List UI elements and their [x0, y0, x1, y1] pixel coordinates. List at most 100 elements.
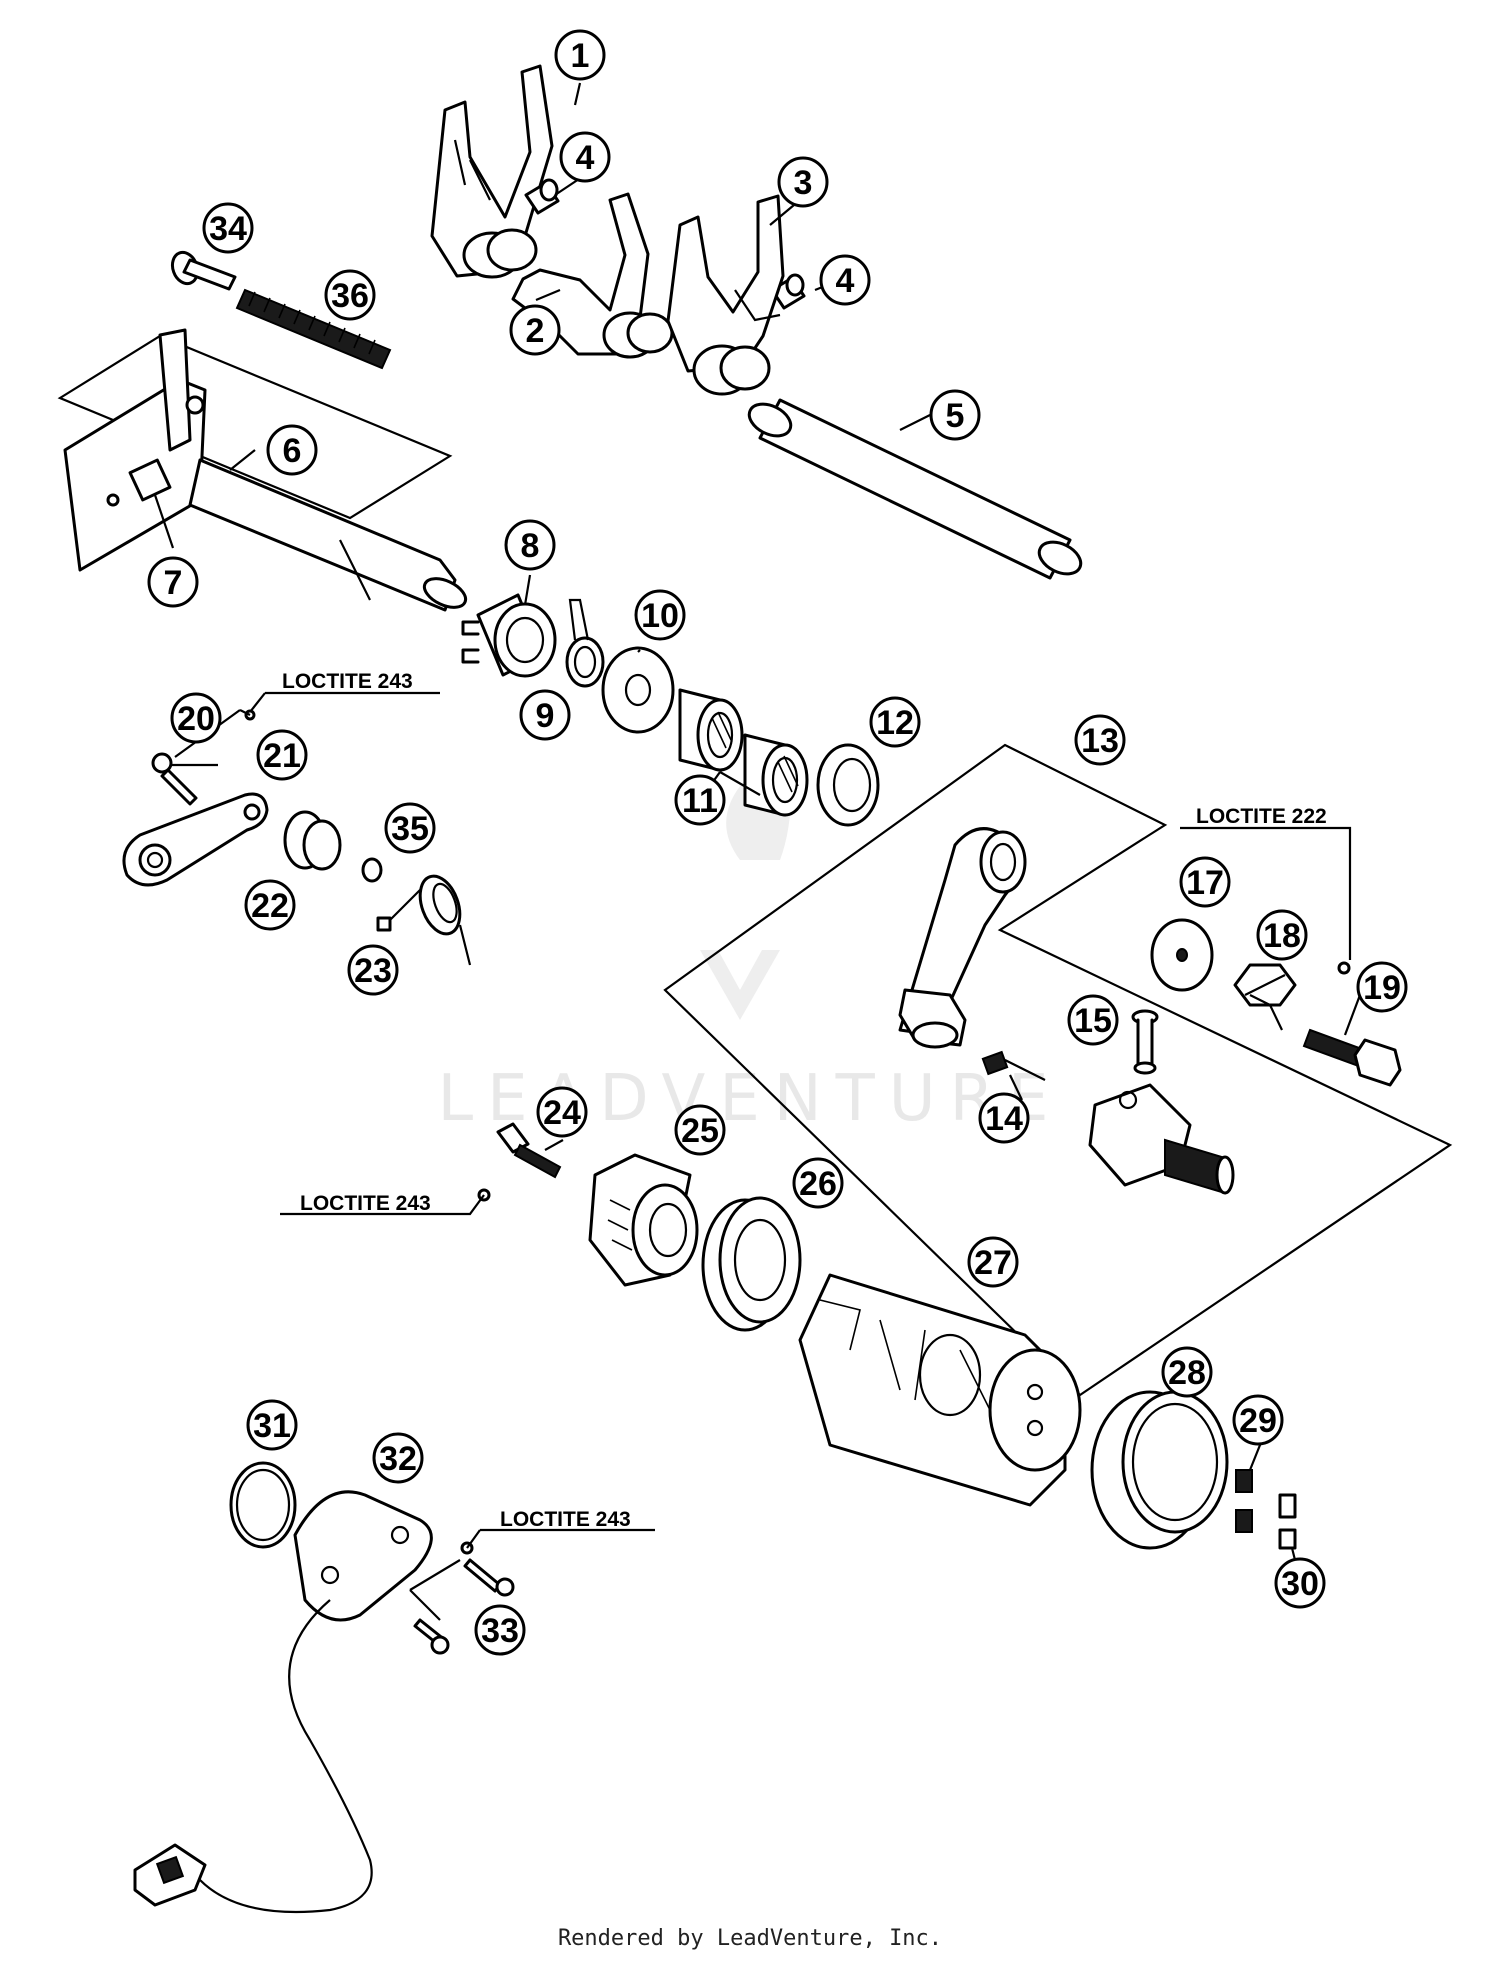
- callout-36: 36: [324, 269, 376, 321]
- loctite-text: LOCTITE 222: [1196, 805, 1327, 828]
- callout-21: 21: [256, 729, 308, 781]
- svg-text:1: 1: [571, 37, 590, 75]
- svg-text:35: 35: [391, 810, 429, 848]
- leadventure-watermark: LEADVENTURE: [438, 760, 1048, 1136]
- part-bolt-34: [170, 250, 237, 291]
- callout-15: 15: [1067, 994, 1119, 1046]
- callout-17: 17: [1179, 856, 1231, 908]
- part-pin-30: [1278, 1493, 1297, 1550]
- part-roller-22: [283, 810, 342, 871]
- part-shift-shaft-6: [57, 328, 468, 612]
- svg-text:13: 13: [1081, 722, 1119, 760]
- part-circlip-9: [565, 598, 605, 688]
- callout-5: 5: [929, 389, 981, 441]
- callout-26: 26: [792, 1157, 844, 1209]
- svg-text:30: 30: [1281, 1565, 1319, 1603]
- svg-text:4: 4: [836, 262, 855, 300]
- part-bolt-20: [151, 709, 256, 806]
- svg-text:7: 7: [164, 564, 183, 602]
- svg-text:24: 24: [543, 1094, 581, 1132]
- callout-27: 27: [967, 1236, 1019, 1288]
- callout-29: 29: [1232, 1394, 1284, 1446]
- callout-25: 25: [674, 1104, 726, 1156]
- callout-4a: 4: [559, 131, 611, 183]
- part-gear-sensor-32: [133, 1490, 433, 1914]
- callout-2: 2: [509, 304, 561, 356]
- svg-text:14: 14: [985, 1100, 1023, 1138]
- loctite-label-4: LOCTITE 243: [466, 1508, 655, 1549]
- svg-text:36: 36: [331, 277, 369, 315]
- part-ring-28: [1090, 1390, 1229, 1550]
- callout-4b: 4: [819, 254, 871, 306]
- svg-text:20: 20: [177, 700, 215, 738]
- part-detent-14: [981, 1050, 1046, 1081]
- svg-text:8: 8: [521, 527, 540, 565]
- part-shift-drum-25: [588, 1153, 699, 1287]
- part-bolt-33: [413, 1541, 515, 1655]
- svg-text:17: 17: [1186, 864, 1224, 902]
- part-torsion-spring-23: [376, 874, 472, 966]
- part-bolt-19: [1302, 961, 1402, 1087]
- callouts: 1 2 3 4 4 5 6 7 8 9 10 11 12 13 14 15 17…: [147, 29, 1408, 1656]
- part-o-ring-31: [229, 1461, 297, 1549]
- callout-1: 1: [554, 29, 606, 81]
- svg-text:12: 12: [876, 704, 914, 742]
- callout-30: 30: [1274, 1557, 1326, 1609]
- svg-text:25: 25: [681, 1112, 719, 1150]
- callout-11: 11: [674, 774, 726, 826]
- part-spring-29: [1235, 1469, 1253, 1533]
- part-shift-drum-27: [798, 1273, 1082, 1507]
- part-seal-12: [816, 743, 880, 827]
- svg-text:3: 3: [794, 164, 813, 202]
- callout-22: 22: [244, 879, 296, 931]
- callout-8: 8: [504, 519, 556, 571]
- svg-text:2: 2: [526, 312, 545, 350]
- callout-13: 13: [1074, 714, 1126, 766]
- part-shift-lever-end: [1088, 1083, 1235, 1195]
- loctite-text: LOCTITE 243: [300, 1192, 431, 1215]
- svg-text:18: 18: [1263, 917, 1301, 955]
- part-pin-15: [1131, 1009, 1159, 1075]
- part-shift-fork-1: [430, 64, 554, 279]
- callout-20: 20: [170, 692, 222, 744]
- loctite-label-1: LOCTITE 243: [249, 670, 440, 713]
- part-shift-fork-3: [666, 194, 785, 396]
- svg-text:5: 5: [946, 397, 965, 435]
- part-ring-35: [361, 857, 383, 883]
- callout-14: 14: [978, 1092, 1030, 1144]
- svg-text:15: 15: [1074, 1002, 1112, 1040]
- svg-text:11: 11: [682, 782, 718, 820]
- part-lever-21: [122, 792, 269, 887]
- part-washer-17: [1150, 918, 1214, 992]
- svg-text:33: 33: [481, 1612, 519, 1650]
- callout-23: 23: [347, 944, 399, 996]
- callout-12: 12: [869, 696, 921, 748]
- part-needle-bearing-11: [678, 688, 809, 817]
- callout-31: 31: [246, 1399, 298, 1451]
- loctite-label-3: LOCTITE 243: [280, 1192, 485, 1216]
- svg-text:29: 29: [1239, 1402, 1277, 1440]
- svg-text:9: 9: [536, 697, 555, 735]
- callout-9: 9: [519, 689, 571, 741]
- callout-24: 24: [536, 1086, 588, 1138]
- svg-text:21: 21: [263, 737, 301, 775]
- callout-34: 34: [202, 202, 254, 254]
- footer-credit: Rendered by LeadVenture, Inc.: [558, 1926, 942, 1951]
- svg-text:23: 23: [354, 952, 392, 990]
- callout-28: 28: [1161, 1346, 1213, 1398]
- loctite-text: LOCTITE 243: [500, 1508, 631, 1531]
- svg-text:4: 4: [576, 139, 595, 177]
- callout-6: 6: [266, 424, 318, 476]
- svg-text:27: 27: [974, 1244, 1012, 1282]
- callout-18: 18: [1256, 909, 1308, 961]
- callout-7: 7: [147, 556, 199, 608]
- part-pin-4a: [524, 178, 560, 215]
- svg-text:28: 28: [1168, 1354, 1206, 1392]
- part-nut-18: [1233, 963, 1297, 1007]
- callout-10: 10: [634, 589, 686, 641]
- part-spring-36: [235, 288, 392, 370]
- callout-19: 19: [1356, 961, 1408, 1013]
- part-bearing-26: [701, 1196, 802, 1332]
- svg-text:32: 32: [379, 1440, 417, 1478]
